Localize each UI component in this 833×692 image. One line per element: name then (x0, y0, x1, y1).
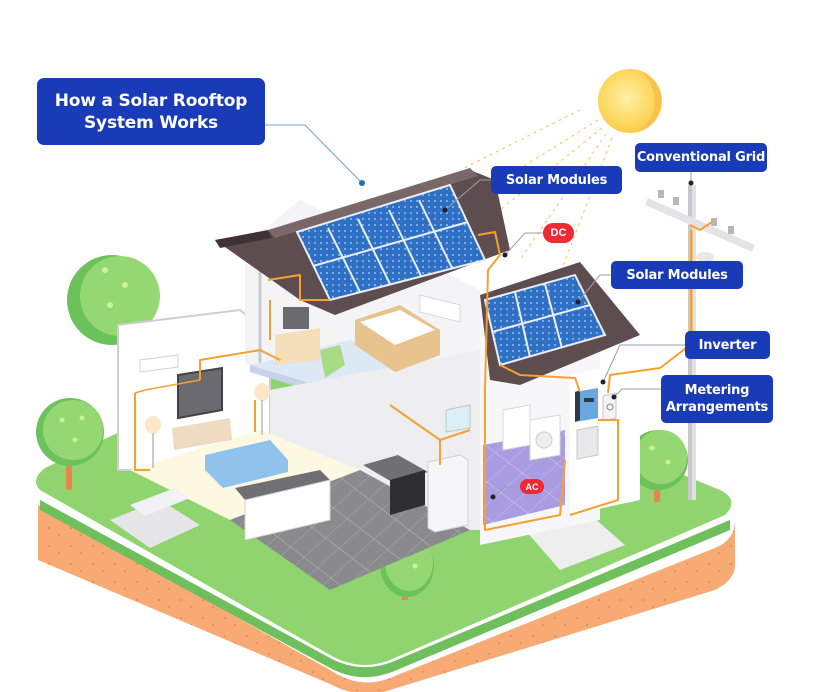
label-solar-modules-secondary: Solar Modules (611, 261, 743, 289)
sun-icon (598, 69, 662, 133)
wiring (134, 231, 691, 531)
metering-line-1: Metering (684, 383, 750, 398)
tree-small-left (36, 398, 104, 490)
bedroom (275, 294, 461, 378)
solar-panel-main-roof (295, 183, 487, 302)
inverter-unit (575, 388, 598, 422)
label-solar-modules-main: Solar Modules (491, 166, 622, 194)
badge-dc: DC (543, 223, 574, 243)
tree-right (628, 430, 688, 502)
title-line-2: System Works (84, 112, 218, 133)
leader-dots (359, 180, 694, 500)
title-box: How a Solar Rooftop System Works (37, 78, 265, 145)
kitchen (235, 404, 471, 541)
badge-ac: AC (520, 479, 544, 494)
laundry-room (502, 404, 561, 461)
solar-panel-side-roof (483, 273, 607, 367)
breaker-box (576, 425, 599, 460)
label-conventional-grid: Conventional Grid (635, 143, 767, 172)
living-room (134, 354, 288, 488)
label-inverter: Inverter (685, 331, 770, 359)
leader-lines (265, 124, 692, 498)
title-line-1: How a Solar Rooftop (54, 90, 248, 111)
meter-unit (602, 392, 617, 422)
metering-line-2: Arrangements (665, 400, 769, 415)
label-metering-arrangements: Metering Arrangements (661, 375, 773, 423)
